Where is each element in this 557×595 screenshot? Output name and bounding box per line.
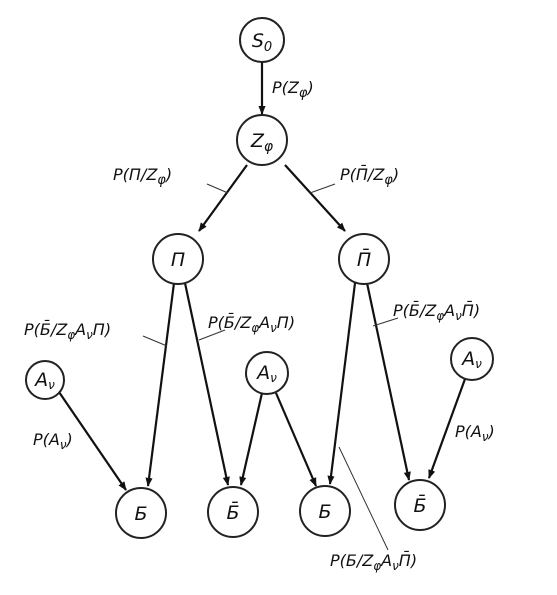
edge-pbar-bbar	[365, 282, 411, 481]
svg-text:Aν: Aν	[33, 369, 55, 392]
label-p-bbar: P(Б̄/ZφAνП)	[208, 313, 295, 335]
edge-z-p	[198, 164, 248, 232]
node-p-bar: П̄	[338, 233, 390, 285]
label-z-p: P(П/Zφ)	[113, 165, 172, 188]
node-z-phi: Zφ	[236, 114, 288, 166]
svg-text:Aν: Aν	[460, 348, 482, 371]
label-pbar-bbar: P(Б̄/ZφAνП̄)	[393, 301, 480, 323]
node-b-bar-4: Б̄	[394, 479, 446, 531]
node-b-bar-2: Б̄	[207, 486, 259, 538]
edges	[58, 61, 467, 491]
svg-text:П̄: П̄	[357, 247, 371, 271]
node-p: П	[152, 233, 204, 285]
edge-p-bbar	[183, 282, 230, 486]
edge-z-pbar	[284, 164, 346, 232]
label-a-right: P(Aν)	[455, 422, 495, 444]
leader-lines	[142, 183, 399, 551]
edge-labels: P(Zφ) P(П/Zφ) P(П̄/Zφ) P(Б̄/ZφAνП) P(Б̄/…	[24, 78, 495, 573]
svg-text:Zφ: Zφ	[250, 130, 274, 155]
svg-text:Б: Б	[134, 503, 147, 525]
leader-pbar-b	[338, 446, 389, 551]
label-pbar-b: P(Б/ZφAνП̄)	[330, 551, 417, 573]
svg-text:Б̄: Б̄	[226, 500, 239, 524]
leader-p-b	[142, 335, 168, 347]
node-a-right: Aν	[450, 337, 494, 381]
edge-pbar-b	[327, 282, 357, 485]
label-p-b: P(Б̄/ZφAνП)	[24, 320, 111, 342]
node-a-mid: Aν	[245, 351, 289, 395]
edge-aright-bbar	[427, 378, 467, 479]
leader-pbar-bbar	[372, 317, 399, 327]
leader-z-pbar	[309, 183, 336, 194]
label-a-left: P(Aν)	[33, 430, 73, 452]
edge-amid-bbar	[239, 392, 264, 486]
node-b-3: Б	[299, 485, 351, 537]
svg-text:П: П	[171, 249, 185, 271]
svg-text:Б: Б	[318, 501, 331, 523]
svg-text:Б̄: Б̄	[413, 493, 426, 517]
node-s0: S0	[239, 17, 285, 63]
leader-z-p	[206, 183, 229, 194]
node-a-left: Aν	[25, 360, 65, 400]
label-z-pbar: P(П̄/Zφ)	[340, 165, 399, 188]
edge-amid-b	[274, 392, 318, 487]
leader-p-bbar	[198, 329, 226, 341]
edge-p-b	[145, 282, 176, 487]
node-b-1: Б	[115, 487, 167, 539]
svg-text:S0: S0	[252, 30, 272, 55]
edge-aleft-b	[58, 391, 127, 491]
svg-text:Aν: Aν	[255, 362, 277, 385]
label-s0-z: P(Zφ)	[272, 78, 314, 101]
